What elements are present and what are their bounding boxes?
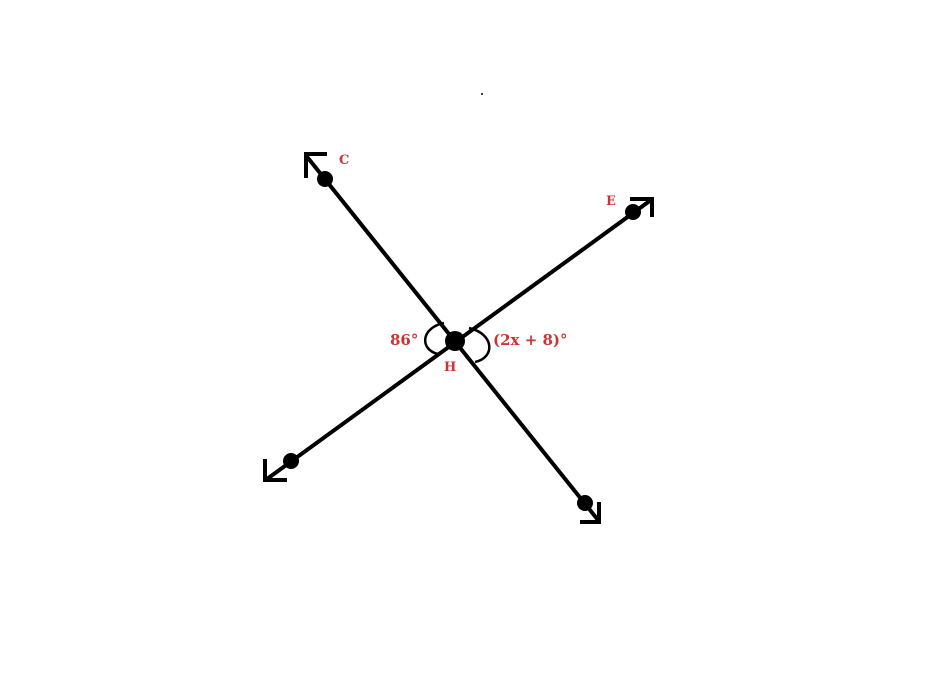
label-point-c: C (339, 153, 349, 168)
angle-arc-right (468, 326, 491, 364)
point-lower-left (283, 453, 299, 469)
label-angle-right: (2x + 8)° (493, 331, 568, 349)
point-lower-right (577, 495, 593, 511)
label-point-h: H (444, 360, 456, 375)
arrowhead-lower-left (263, 459, 287, 482)
label-angle-left: 86° (390, 331, 418, 349)
point-e (625, 204, 641, 220)
label-point-e: E (606, 194, 616, 209)
arrowhead-lower-right (580, 502, 601, 524)
arrowhead-c (304, 152, 327, 178)
point-c (317, 171, 333, 187)
arrowhead-e (630, 197, 654, 217)
point-h (445, 331, 465, 351)
angle-arc-left (423, 321, 445, 356)
stray-dot (481, 93, 483, 95)
